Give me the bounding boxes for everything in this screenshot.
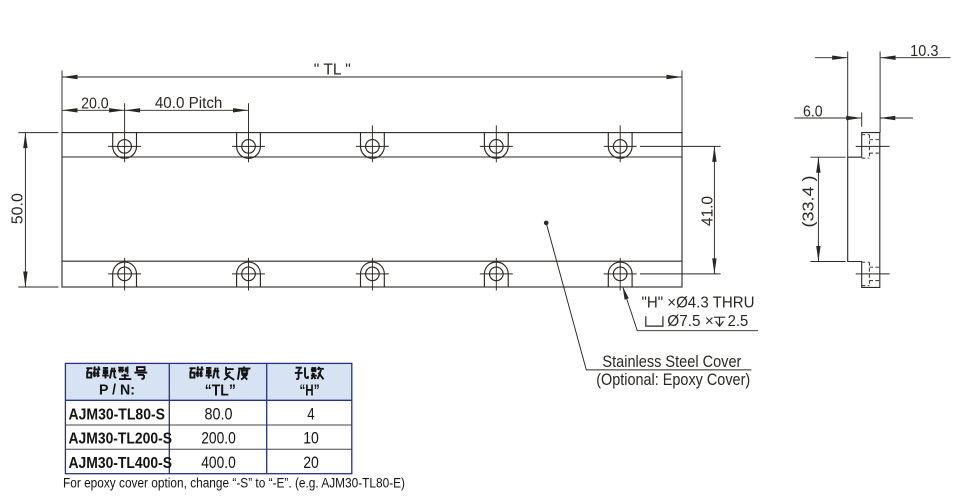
svg-text:20: 20 xyxy=(303,454,319,472)
svg-text:50.0: 50.0 xyxy=(10,193,27,224)
svg-text:4: 4 xyxy=(307,406,314,424)
svg-text:AJM30-TL400-S: AJM30-TL400-S xyxy=(69,455,173,472)
svg-text:"H" ×Ø4.3 THRU: "H" ×Ø4.3 THRU xyxy=(642,295,755,312)
svg-text:" TL ": " TL " xyxy=(314,61,351,78)
svg-text:10.3: 10.3 xyxy=(910,43,938,60)
svg-text:“H”: “H” xyxy=(300,382,320,399)
svg-text:AJM30-TL80-S: AJM30-TL80-S xyxy=(69,407,166,424)
svg-text:400.0: 400.0 xyxy=(201,454,236,472)
svg-text:Stainless Steel Cover: Stainless Steel Cover xyxy=(602,353,741,371)
svg-text:P / N:: P / N: xyxy=(99,383,135,399)
svg-text:200.0: 200.0 xyxy=(201,430,236,448)
svg-text:“TL”: “TL” xyxy=(205,382,236,399)
svg-text:For epoxy cover option, change: For epoxy cover option, change “-S” to “… xyxy=(63,476,405,491)
svg-text:AJM30-TL200-S: AJM30-TL200-S xyxy=(69,431,173,448)
svg-text:6.0: 6.0 xyxy=(803,103,823,120)
svg-text:Ø7.5 ×: Ø7.5 × xyxy=(667,313,714,330)
svg-text:20.0: 20.0 xyxy=(81,95,109,112)
svg-text:2.5: 2.5 xyxy=(728,313,749,330)
svg-text:(Optional: Epoxy Cover): (Optional: Epoxy Cover) xyxy=(596,371,750,389)
svg-text:80.0: 80.0 xyxy=(205,406,233,424)
svg-text:(33.4 ): (33.4 ) xyxy=(801,176,818,228)
svg-text:41.0: 41.0 xyxy=(699,196,716,226)
svg-text:10: 10 xyxy=(303,430,319,448)
svg-text:40.0 Pitch: 40.0 Pitch xyxy=(155,95,223,112)
